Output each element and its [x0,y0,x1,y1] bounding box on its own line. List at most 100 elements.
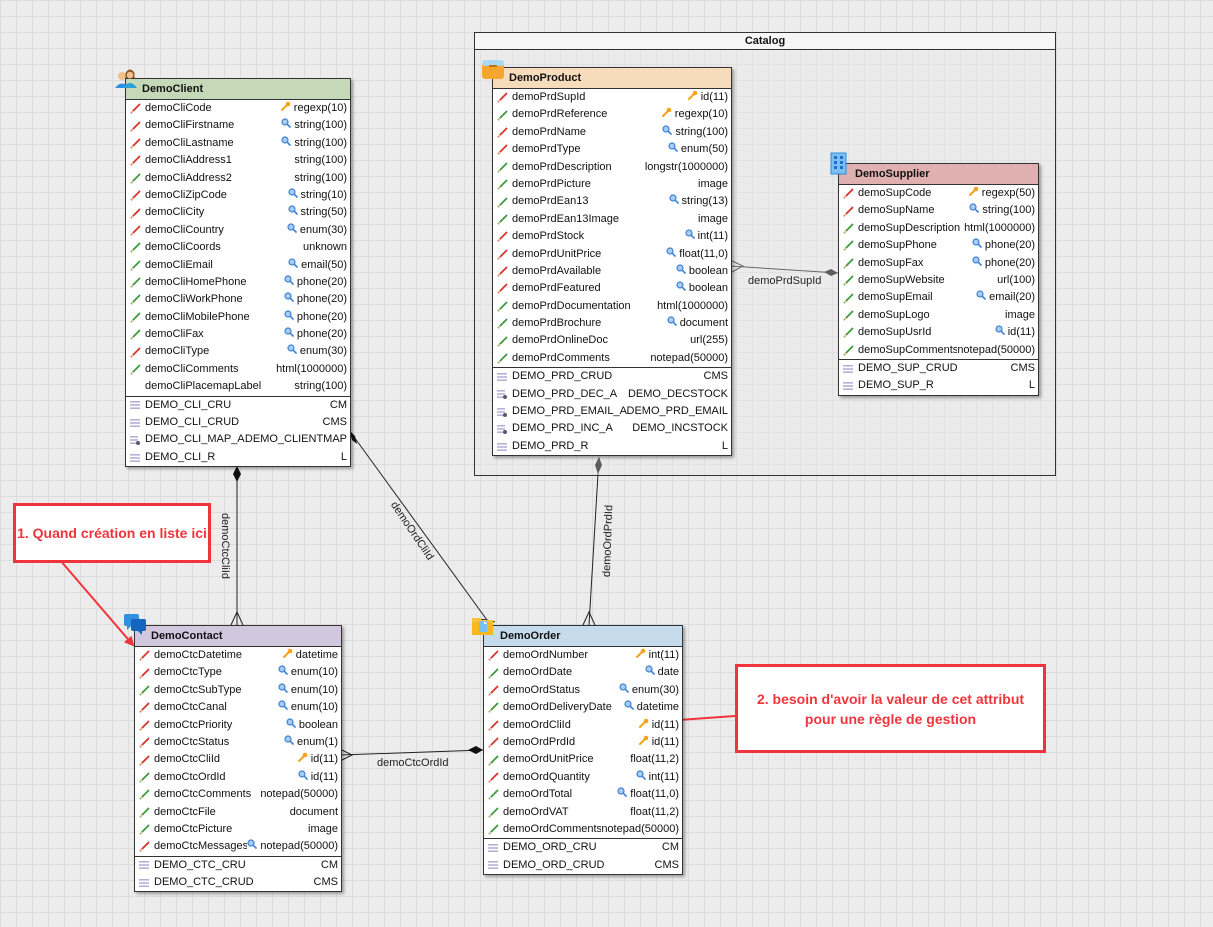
relation-demoOrdPrdId[interactable] [582,456,602,626]
entity-title[interactable]: DemoContact [135,626,341,647]
relation-demoPrdSupId[interactable] [729,259,839,276]
entity-title[interactable]: DemoClient [126,79,350,100]
entity-title[interactable]: DemoProduct [493,68,731,89]
entity-title[interactable]: DemoSupplier [839,164,1038,185]
entity-title[interactable]: DemoOrder [484,626,682,647]
field-name: demoCliType [145,345,210,358]
field-type: float(11,2) [630,753,679,766]
field-type: string(100) [675,125,728,138]
field-type-cell: datetime [624,699,679,716]
relation-demoCtcCliId[interactable] [230,466,244,626]
relation-demoCtcOrdId[interactable] [339,746,484,762]
list-icon [842,380,854,392]
